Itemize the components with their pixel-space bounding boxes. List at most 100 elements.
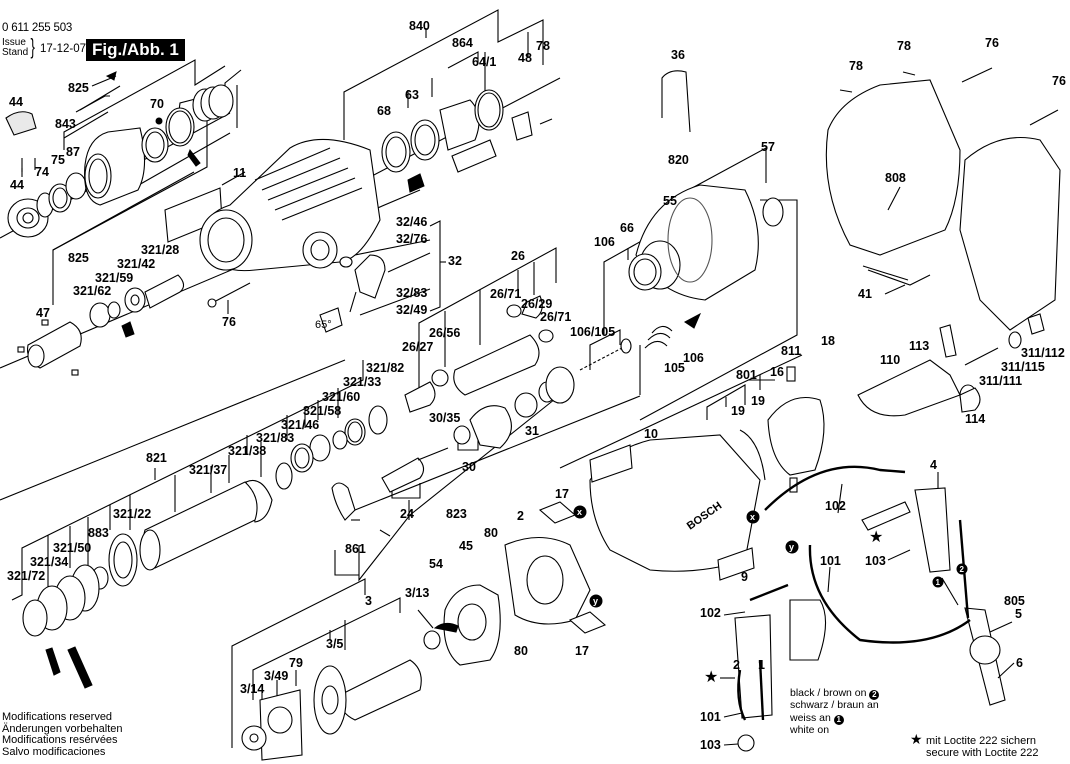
bracket-26 [418, 247, 557, 395]
connector-y-label: y [593, 596, 598, 606]
callout-825: 825 [68, 81, 89, 95]
callout-32: 32 [448, 254, 462, 268]
modifications-note: Modifications reserved Änderungen vorbeh… [2, 711, 123, 758]
callout-3-14: 3/14 [240, 682, 264, 696]
callout-311-112: 311/112 [1021, 346, 1065, 360]
callout-74: 74 [35, 165, 49, 179]
terminal-2-icon [956, 563, 968, 575]
callout-19: 19 [731, 404, 745, 418]
wire-102 [764, 465, 906, 511]
callout-47: 47 [36, 306, 50, 320]
inset-terminal-2: 2 [733, 658, 740, 672]
callout-79: 79 [289, 656, 303, 670]
wobble-bearing-part [469, 405, 512, 449]
connector-x-label-2: x [750, 512, 755, 522]
loctite-note-en: secure with Loctite 222 [926, 747, 1039, 759]
callout-76-b: 76 [1052, 74, 1066, 88]
callout-321-42: 321/42 [117, 257, 155, 271]
brush-spring-17-part [538, 501, 577, 524]
callout-26: 26 [511, 249, 525, 263]
callout-321-59: 321/59 [95, 271, 133, 285]
callout-19-b: 19 [751, 394, 765, 408]
connector-y-label-2: y [789, 542, 794, 552]
striker-part [144, 274, 185, 309]
callout-106-105: 106/105 [570, 325, 615, 339]
selector-slide-part [319, 307, 343, 333]
callout-321-37: 321/37 [189, 463, 227, 477]
callout-30-35: 30/35 [429, 411, 460, 425]
callout-321-22: 321/22 [113, 507, 151, 521]
loctite-note-de: mit Loctite 222 sichern [926, 735, 1037, 747]
callout-26-29: 26/29 [521, 297, 552, 311]
callout-105: 105 [664, 361, 685, 375]
label-plate-9 [717, 547, 755, 581]
callout-3-5: 3/5 [326, 637, 343, 651]
callout-labels: 825 44 843 70 74 75 87 44 840 864 64/1 4… [7, 19, 1066, 752]
callout-9: 9 [741, 570, 748, 584]
switch-4-part [914, 487, 951, 573]
inset-terminal-1: 1 [758, 658, 765, 672]
callout-101: 101 [820, 554, 841, 568]
wiring-note-black-brown-en: black / brown on [790, 687, 867, 699]
callout-26-56: 26/56 [429, 326, 460, 340]
issue-label-de: Stand [2, 47, 29, 58]
callout-66: 66 [620, 221, 634, 235]
label-plate-10 [589, 444, 633, 483]
callout-4: 4 [930, 458, 937, 472]
bracket-821 [11, 360, 364, 601]
callout-2: 2 [517, 509, 524, 523]
piston-pin-part [404, 381, 436, 413]
connector-y-icon [589, 594, 603, 608]
wiring-note-white-en: white on [790, 724, 830, 736]
callout-823: 823 [446, 507, 467, 521]
callout-68: 68 [377, 104, 391, 118]
callout-102: 102 [825, 499, 846, 513]
issue-label: Issue Stand [2, 38, 28, 58]
callout-24: 24 [400, 507, 414, 521]
callout-64-1: 64/1 [472, 55, 496, 69]
callout-103: 103 [865, 554, 886, 568]
callout-32-46: 32/46 [396, 215, 427, 229]
modifications-de: Änderungen vorbehalten [2, 722, 123, 735]
callout-321-72: 321/72 [7, 569, 45, 583]
callout-102-inset: 102 [700, 606, 721, 620]
callout-321-33: 321/33 [343, 375, 381, 389]
callout-5: 5 [1015, 607, 1022, 621]
selector-knob-part [354, 254, 386, 299]
callout-321-34: 321/34 [30, 555, 68, 569]
callout-821: 821 [146, 451, 167, 465]
callout-32-49: 32/49 [396, 303, 427, 317]
wiring-note-black-brown: black / brown on 2 schwarz / braun an [790, 687, 880, 711]
callout-54: 54 [429, 557, 443, 571]
connector-x-icon [573, 505, 587, 519]
terminal-1-label: 1 [936, 578, 941, 587]
terminal-1-icon [932, 576, 944, 588]
callout-63: 63 [405, 88, 419, 102]
callout-110: 110 [880, 353, 900, 367]
callout-106: 106 [594, 235, 615, 249]
bracket-840 [343, 9, 544, 140]
wiring-note-white-de: weiss an [790, 712, 831, 724]
figure-label: Fig./Abb. 1 [86, 39, 185, 61]
star-icon: ★ [704, 669, 718, 686]
brush-holder-18-part [767, 396, 825, 476]
assembly-brackets [0, 9, 931, 748]
wiring-note-black-brown-de: schwarz / braun an [790, 699, 879, 711]
callout-10: 10 [644, 427, 658, 441]
terminal-1-badge: 1 [833, 715, 844, 725]
callout-883: 883 [88, 526, 109, 540]
callout-3-49: 3/49 [264, 669, 288, 683]
callout-18: 18 [821, 334, 835, 348]
callout-76-c: 76 [222, 315, 236, 329]
wire-101 [808, 544, 971, 644]
callout-80-b: 80 [514, 644, 528, 658]
callout-321-38: 321/38 [228, 444, 266, 458]
callout-3-13: 3/13 [405, 586, 429, 600]
wiring-note-white: weiss an 1 white on [790, 713, 844, 736]
callout-321-60: 321/60 [322, 390, 360, 404]
callout-78-b: 78 [849, 59, 863, 73]
callout-843: 843 [55, 117, 76, 131]
issue-label-en: Issue [2, 37, 26, 48]
